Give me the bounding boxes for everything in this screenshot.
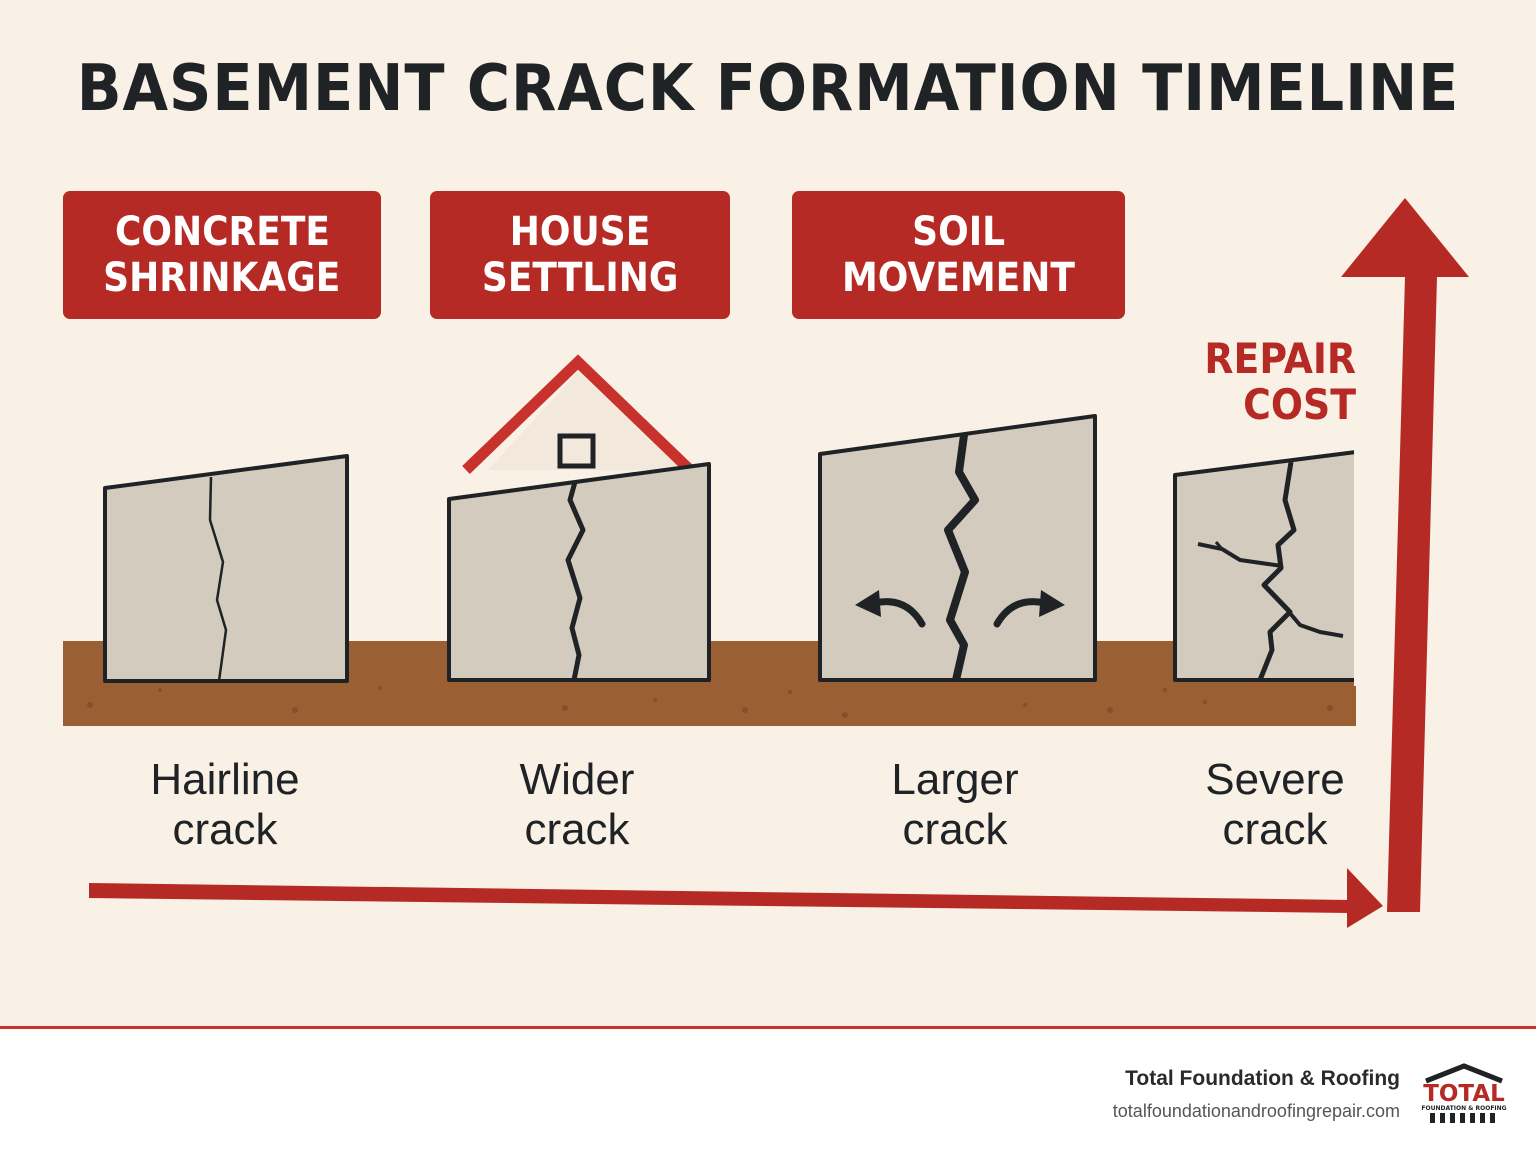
cause-concrete-shrinkage: CONCRETE SHRINKAGE [63,191,381,319]
stage-label-wider: Wider crack [447,755,707,855]
stage-label-line2: crack [172,805,278,854]
severe-crack-branch-right [1287,610,1344,638]
arrow-right-icon [993,590,1065,628]
cause-label-line1: CONCRETE [114,209,330,255]
stage-label-line1: Larger [891,755,1019,804]
stage-label-line1: Severe [1205,755,1345,804]
stage-label-line2: crack [1222,805,1328,854]
stage-label-severe: Severe crack [1145,755,1405,855]
repair-cost-arrow [1341,198,1469,912]
cause-label-line2: SHRINKAGE [103,255,341,301]
severe-crack-branch-left [1197,542,1283,568]
company-logo-icon: TOTAL FOUNDATION & ROOFING [1421,1063,1507,1123]
company-url[interactable]: totalfoundationandroofingrepair.com [1112,1101,1400,1121]
severe-crack [1257,461,1297,681]
stage-label-line2: crack [524,805,630,854]
cause-house-settling: HOUSE SETTLING [430,191,730,319]
repair-cost-line2: COST [1243,380,1356,429]
hairline-crack [208,476,228,682]
house-icon [462,354,694,474]
logo-subtext: FOUNDATION & ROOFING [1421,1105,1506,1112]
page-title: BASEMENT CRACK FORMATION TIMELINE [76,52,1460,126]
larger-crack [944,434,979,681]
repair-cost-label: REPAIR COST [1160,336,1356,428]
company-name: Total Foundation & Roofing [1125,1067,1400,1090]
wider-crack [565,481,586,681]
stage-label-line1: Wider [519,755,635,804]
cause-label-line2: MOVEMENT [841,255,1076,301]
footer: Total Foundation & Roofing totalfoundati… [0,1026,1536,1157]
cause-label-line1: HOUSE [509,209,651,255]
stage-label-hairline: Hairline crack [95,755,355,855]
soil-speckles [87,666,1333,718]
arrow-left-icon [855,590,926,628]
wall-larger [818,414,1097,682]
cause-soil-movement: SOIL MOVEMENT [792,191,1125,319]
house-window-icon [557,433,596,469]
stage-label-larger: Larger crack [825,755,1085,855]
stage-label-line2: crack [902,805,1008,854]
logo-text: TOTAL [1423,1081,1505,1107]
timeline-arrow [89,868,1383,928]
diagram-illustration [63,198,1469,928]
wall-severe [1173,450,1368,686]
cause-label-line2: SETTLING [481,255,679,301]
cause-label-line1: SOIL [912,209,1005,255]
stage-label-line1: Hairline [150,755,300,804]
repair-cost-line1: REPAIR [1204,334,1356,383]
wall-hairline [103,454,349,683]
wall-wider [447,462,711,682]
